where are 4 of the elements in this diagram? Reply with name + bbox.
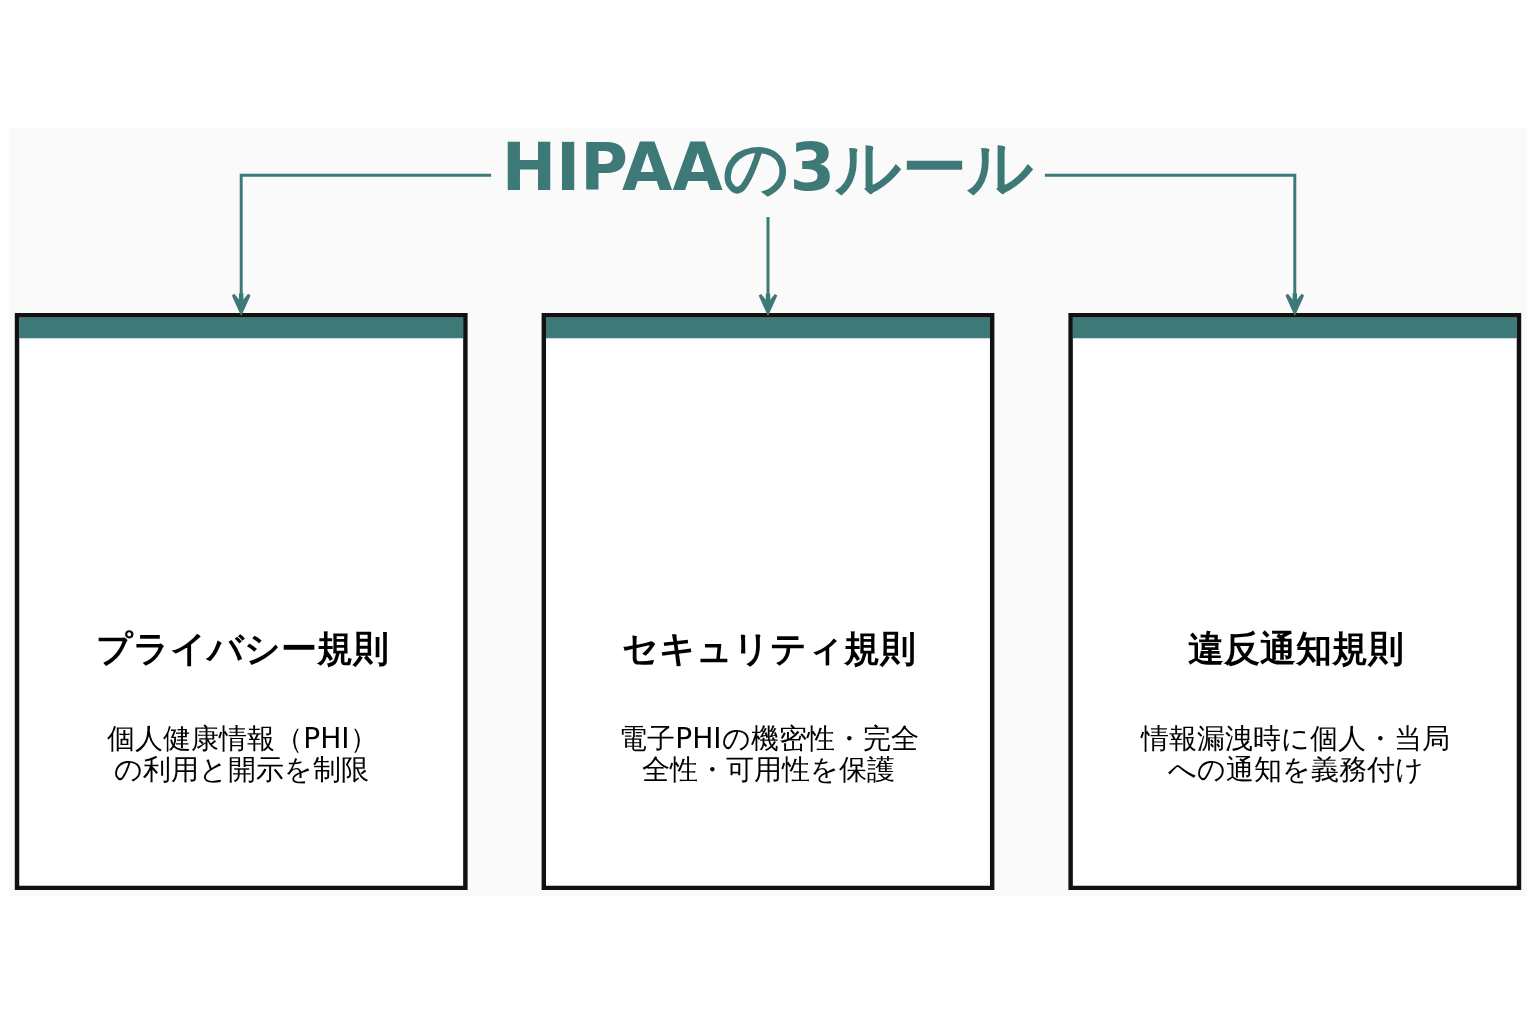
arrow <box>1044 173 1305 315</box>
arrow <box>231 173 492 315</box>
arrow <box>758 217 778 315</box>
node-text: HIPAAの3ルール <box>501 130 1035 206</box>
